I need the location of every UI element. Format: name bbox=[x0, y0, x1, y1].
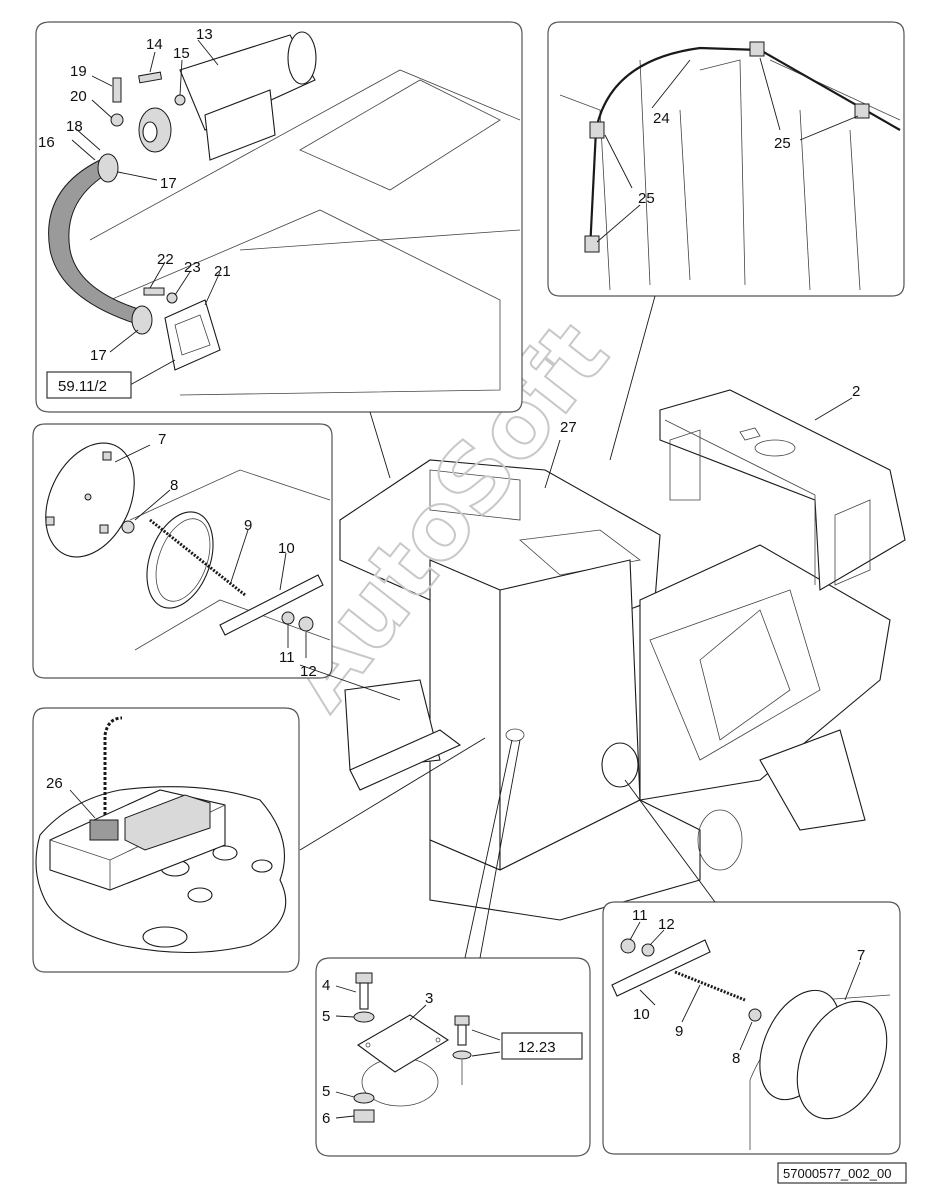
label-6: 6 bbox=[322, 1110, 330, 1127]
part-number-labels: 2 27 13 14 15 19 20 18 16 17 22 23 21 17… bbox=[38, 26, 865, 1127]
label-7-left: 7 bbox=[158, 431, 166, 448]
panel-air-intake bbox=[35, 21, 523, 413]
label-11-left: 11 bbox=[279, 649, 295, 666]
panel-sensor bbox=[32, 707, 300, 973]
label-20: 20 bbox=[70, 88, 87, 105]
label-5-top: 5 bbox=[322, 1008, 330, 1025]
label-26: 26 bbox=[46, 775, 63, 792]
label-7-right: 7 bbox=[857, 947, 865, 964]
label-17-top: 17 bbox=[160, 175, 177, 192]
cover-part-2 bbox=[659, 389, 906, 591]
panel-cable-routing bbox=[547, 21, 905, 297]
label-12-right: 12 bbox=[658, 916, 675, 933]
label-19: 19 bbox=[70, 63, 87, 80]
label-13: 13 bbox=[196, 26, 213, 43]
label-9-right: 9 bbox=[675, 1023, 683, 1040]
label-11-right: 11 bbox=[632, 907, 648, 924]
label-10-left: 10 bbox=[278, 540, 295, 557]
label-16: 16 bbox=[38, 134, 55, 151]
label-25-left: 25 bbox=[638, 190, 655, 207]
label-21: 21 bbox=[214, 263, 231, 280]
main-frame-assembly bbox=[339, 459, 891, 921]
label-8-left: 8 bbox=[170, 477, 178, 494]
label-23: 23 bbox=[184, 259, 201, 276]
label-24: 24 bbox=[653, 110, 670, 127]
panel-cover-plate-left bbox=[32, 423, 333, 679]
label-22: 22 bbox=[157, 251, 174, 268]
label-2: 2 bbox=[852, 383, 860, 400]
ref-59-11-2: 59.11/2 bbox=[58, 378, 107, 395]
panel-plate-3 bbox=[315, 957, 591, 1157]
label-5-bottom: 5 bbox=[322, 1083, 330, 1100]
label-17-bottom: 17 bbox=[90, 347, 107, 364]
label-14: 14 bbox=[146, 36, 163, 53]
label-10-right: 10 bbox=[633, 1006, 650, 1023]
drawing-code-box: 57000577_002_00 bbox=[777, 1162, 907, 1184]
label-8-right: 8 bbox=[732, 1050, 740, 1067]
detail-callout-lines bbox=[299, 295, 853, 959]
label-27: 27 bbox=[560, 419, 577, 436]
label-18: 18 bbox=[66, 118, 83, 135]
label-25-right: 25 bbox=[774, 135, 791, 152]
label-4: 4 bbox=[322, 977, 330, 994]
ref-12-23: 12.23 bbox=[518, 1039, 556, 1056]
panel-cover-plate-right bbox=[602, 901, 901, 1155]
label-3: 3 bbox=[425, 990, 433, 1007]
drawing-code: 57000577_002_00 bbox=[783, 1166, 891, 1181]
label-15: 15 bbox=[173, 45, 190, 62]
label-9-left: 9 bbox=[244, 517, 252, 534]
label-12-left: 12 bbox=[300, 663, 317, 680]
